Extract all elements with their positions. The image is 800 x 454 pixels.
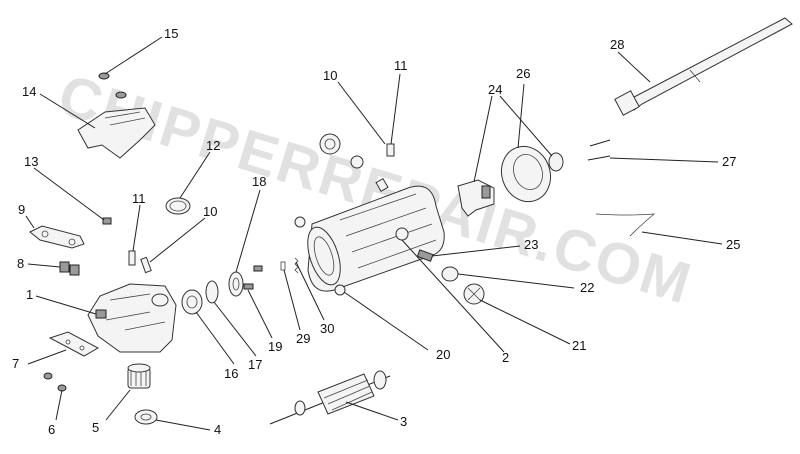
- callout-28: 28: [610, 37, 624, 52]
- part-26-cap-ring: [500, 145, 564, 203]
- part-10-pin-upper: [375, 177, 389, 193]
- part-4-washer: [134, 409, 158, 425]
- callout-25: 25: [726, 237, 740, 252]
- callout-16: 16: [224, 366, 238, 381]
- part-9-arm: [29, 225, 85, 249]
- callout-17: 17: [248, 357, 262, 372]
- callout-26: 26: [516, 66, 530, 81]
- callout-19: 19: [268, 339, 282, 354]
- callout-30: 30: [320, 321, 334, 336]
- part-25-wire-clip: [595, 213, 656, 237]
- part-5-bushing: [127, 363, 151, 389]
- callout-4: 4: [214, 422, 221, 437]
- part-28-shaft: [614, 17, 793, 116]
- part-19-bolt: [243, 265, 263, 290]
- callout-2: 2: [502, 350, 509, 365]
- part-1-end-housing: [87, 283, 177, 353]
- callout-24: 24: [488, 82, 502, 97]
- callout-1: 1: [26, 287, 33, 302]
- callout-11-upper: 11: [394, 58, 408, 73]
- part-15-screw: [98, 72, 127, 99]
- callout-27: 27: [722, 154, 736, 169]
- part-22-cap: [441, 266, 459, 282]
- callout-7: 7: [12, 356, 19, 371]
- part-12-clamp: [165, 197, 191, 215]
- part-13-clip: [102, 217, 112, 225]
- callout-20: 20: [436, 347, 450, 362]
- part-18-spring-washer: [228, 271, 244, 297]
- part-29-30-springs: [280, 257, 299, 274]
- callout-12: 12: [206, 138, 220, 153]
- callout-21: 21: [572, 338, 586, 353]
- callout-22: 22: [580, 280, 594, 295]
- callout-13: 13: [24, 154, 38, 169]
- part-11-pin-left: [128, 250, 136, 266]
- callout-15: 15: [164, 26, 178, 41]
- callout-11-left: 11: [132, 191, 146, 206]
- part-11-pin-upper: [386, 143, 395, 157]
- part-23-screw: [416, 249, 434, 262]
- callout-23: 23: [524, 237, 538, 252]
- part-8-brushes: [59, 261, 80, 276]
- part-21-disc: [463, 283, 485, 305]
- part-20-nut: [334, 284, 346, 296]
- callout-labels: 15 14 12 13 9 8 1 7 6 5 4 11 10 18 16 17…: [12, 26, 740, 437]
- part-16-bearing: [181, 289, 203, 315]
- leader-lines: [25, 36, 723, 431]
- part-17-ring: [205, 280, 219, 304]
- part-27-screws: [587, 139, 611, 161]
- watermark: CHIPPERREPAIR.COM: [51, 62, 699, 317]
- callout-18: 18: [252, 174, 266, 189]
- callout-6: 6: [48, 422, 55, 437]
- callout-9: 9: [18, 202, 25, 217]
- callout-29: 29: [296, 331, 310, 346]
- callout-8: 8: [17, 256, 24, 271]
- part-6-screws: [43, 372, 67, 392]
- part-10-pin-left: [140, 256, 152, 274]
- part-7-plate: [48, 331, 100, 357]
- part-caps: [294, 133, 364, 228]
- callout-5: 5: [92, 420, 99, 435]
- part-24-switch: [457, 179, 495, 217]
- part-2-motor-housing: [307, 185, 445, 292]
- part-14-cover: [77, 107, 156, 159]
- part-3-armature: [269, 370, 391, 425]
- callout-10-left: 10: [203, 204, 217, 219]
- callout-14: 14: [22, 84, 36, 99]
- callout-10-upper: 10: [323, 68, 337, 83]
- callout-3: 3: [400, 414, 407, 429]
